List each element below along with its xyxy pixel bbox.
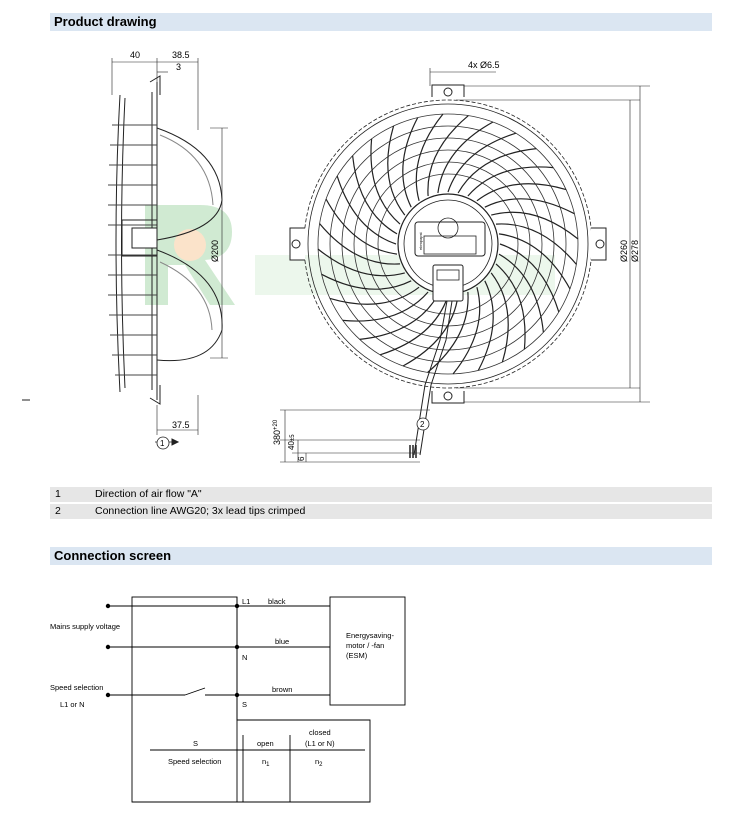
guard-spoke xyxy=(321,273,412,290)
guard-spoke xyxy=(437,121,494,194)
dim-strip-length: 40±5 xyxy=(287,434,296,450)
guard-spoke xyxy=(498,233,571,290)
legend-num: 2 xyxy=(55,505,61,517)
motor-label-2: motor / -fan xyxy=(346,641,384,650)
terminal-n: N xyxy=(242,653,247,662)
guard-spoke xyxy=(427,291,469,373)
speed-selection-label: Speed selection xyxy=(50,683,103,692)
guard-spoke xyxy=(452,287,481,375)
table-row-label: Speed selection xyxy=(168,757,221,766)
callout-2: 2 xyxy=(416,417,430,431)
guard-spoke xyxy=(359,294,439,340)
front-dimensions: 4x Ø6.5 Ø260 Ø278 380+20 40±5 6 ebmpapst xyxy=(272,60,640,461)
legend-text: Direction of air flow "A" xyxy=(95,488,202,500)
dim-holes: 4x Ø6.5 xyxy=(468,60,500,70)
guard-spoke xyxy=(477,280,494,371)
guard-spoke xyxy=(336,175,397,245)
label-plate: ebmpapst xyxy=(418,232,423,250)
callout-1: 1 xyxy=(156,436,170,450)
guard-spoke xyxy=(490,272,509,363)
dim-6: 6 xyxy=(297,456,306,461)
guard-spoke xyxy=(499,243,560,313)
dim-40: 40 xyxy=(130,50,140,60)
connection-screen-header: Connection screen xyxy=(50,547,712,565)
motor-label-3: (ESM) xyxy=(346,651,368,660)
table-header-closed-sub: (L1 or N) xyxy=(305,739,335,748)
legend-num: 1 xyxy=(55,488,61,500)
guard-spoke xyxy=(402,294,459,367)
dim-200: Ø200 xyxy=(210,240,220,262)
guard-spoke xyxy=(387,125,406,216)
guard-spoke xyxy=(379,295,449,356)
table-cell-open: n1 xyxy=(262,757,270,768)
guard-spoke xyxy=(457,148,537,194)
guard-spoke xyxy=(427,115,469,197)
l1-or-n-label: L1 or N xyxy=(60,700,85,709)
side-view xyxy=(22,58,228,446)
wire-brown-label: brown xyxy=(272,685,292,694)
terminal-l1: L1 xyxy=(242,597,250,606)
mains-label: Mains supply voltage xyxy=(50,622,120,631)
guard-spoke xyxy=(498,253,544,333)
wire-blue-label: blue xyxy=(275,637,289,646)
motor-label-1: Energysaving- xyxy=(346,631,394,640)
guard-spoke xyxy=(329,286,420,305)
guard-spoke xyxy=(319,223,401,265)
guard-spoke xyxy=(484,198,575,215)
guard-spoke xyxy=(415,113,444,201)
guard-spoke xyxy=(370,138,401,225)
terminal-s: S xyxy=(242,700,247,709)
callout-2-label: 2 xyxy=(420,420,425,429)
dim-lead-length: 380+20 xyxy=(272,419,282,445)
dim-260: Ø260 xyxy=(619,240,629,262)
callout-1-label: 1 xyxy=(160,439,165,448)
guard-spoke xyxy=(402,117,419,208)
legend-text: Connection line AWG20; 3x lead tips crim… xyxy=(95,505,306,517)
guard-spoke xyxy=(495,223,577,265)
table-header-s: S xyxy=(193,739,198,748)
product-drawing-header: Product drawing xyxy=(50,13,712,31)
guard-spoke xyxy=(495,263,526,350)
dim-278: Ø278 xyxy=(630,240,640,262)
legend-row-2: 2 Connection line AWG20; 3x lead tips cr… xyxy=(50,504,712,519)
dim-38-5: 38.5 xyxy=(172,50,190,60)
guard-spoke xyxy=(491,211,579,240)
guard-spoke xyxy=(476,183,567,202)
connection-diagram: Mains supply voltage Speed selection L1 … xyxy=(50,596,406,803)
guard-spoke xyxy=(467,166,554,197)
guard-spoke xyxy=(317,248,405,277)
guard-spoke xyxy=(325,198,398,255)
legend-row-1: 1 Direction of air flow "A" xyxy=(50,487,712,502)
table-cell-closed: n2 xyxy=(315,757,323,768)
wire-black-label: black xyxy=(268,597,286,606)
side-dimensions: 40 38.5 3 37.5 Ø200 xyxy=(130,50,220,430)
guard-spoke xyxy=(352,155,398,235)
dim-37-5: 37.5 xyxy=(172,420,190,430)
guard-spoke xyxy=(447,132,517,193)
table-header-open: open xyxy=(257,739,274,748)
guard-spoke xyxy=(342,291,429,322)
dim-3: 3 xyxy=(176,62,181,72)
product-drawing: 40 38.5 3 37.5 Ø200 1 xyxy=(22,50,650,463)
table-header-closed: closed xyxy=(309,728,331,737)
front-view xyxy=(280,68,650,463)
